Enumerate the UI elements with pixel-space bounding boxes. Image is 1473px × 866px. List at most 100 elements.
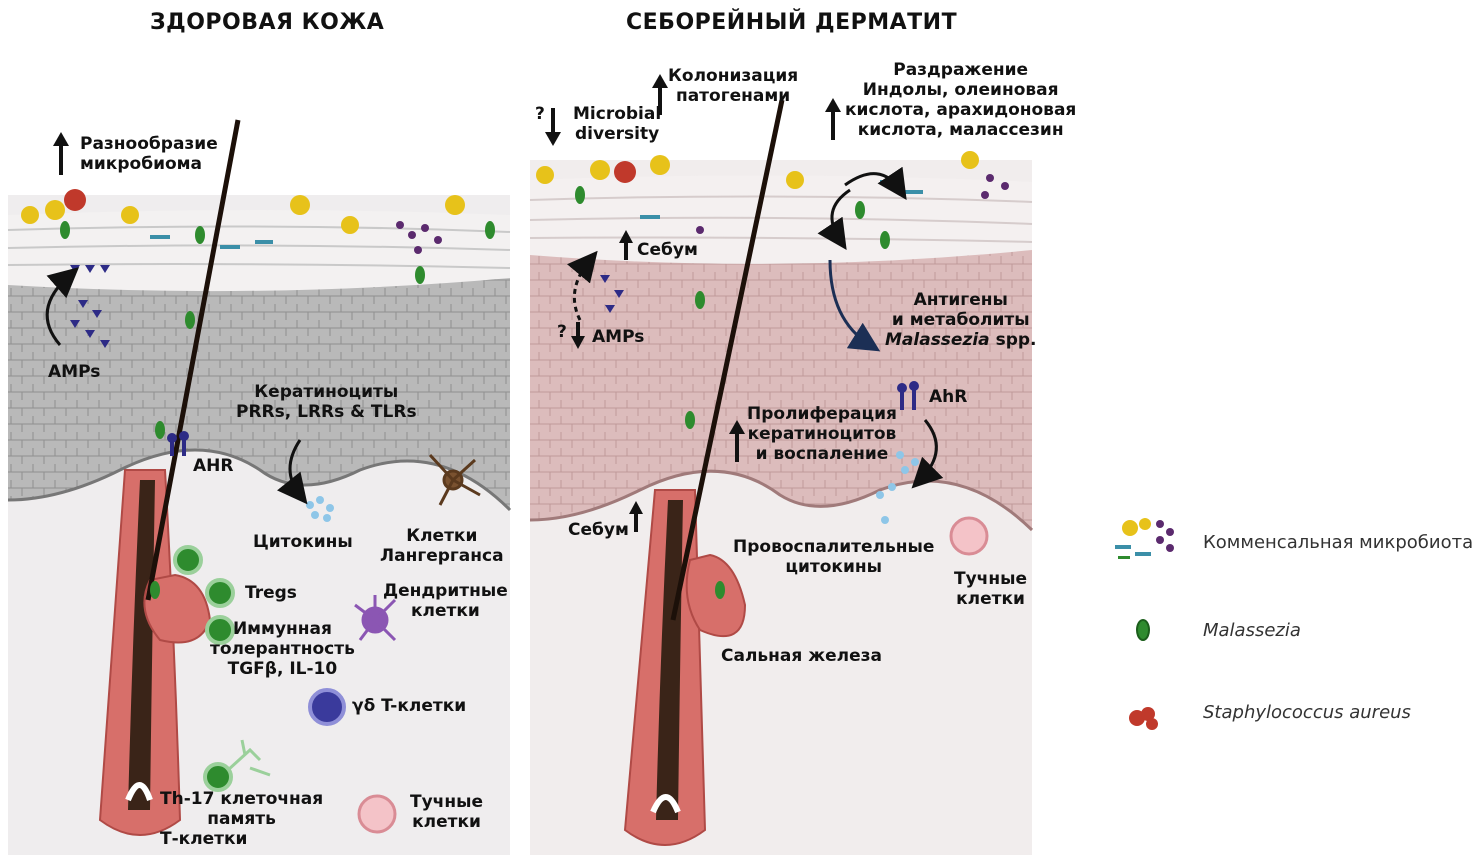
commensal-microbiota-right [536,151,1009,599]
q-mark-amps: ? [557,322,567,342]
antigens-label-line1: Антигены [913,290,1008,310]
cytokine-arrow-left [277,439,308,505]
gd-t-cell-icon [308,688,346,726]
ahr-label-left: AHR [193,456,234,476]
diversity-label-line2: микробиома [80,154,203,174]
proliferation-label-line2: кератиноцитов [747,424,897,444]
antigens-malassezia-italic: Malassezia [885,330,990,350]
healthy-panel [7,195,512,855]
gd-t-label: γδ T-клетки [352,696,467,716]
sebum-top-label: Себум [637,240,698,260]
ahr-receptor-icon-right [897,381,919,410]
tolerance-label-line3: TGFβ, IL-10 [227,659,338,679]
hair-shaft-right [670,99,785,621]
tolerance-label: Иммунная толерантность TGFβ, IL-10 [210,619,355,679]
irritation-label-line1: Раздражение [893,60,1029,80]
dendritic-label: Дендритные клетки [383,581,508,621]
proliferation-label-line1: Пролиферация [747,404,897,424]
proinflammatory-label-line1: Провоспалительные [733,537,935,557]
langerhans-label-line2: Лангерганса [380,546,504,566]
th17-label-line2: память [207,809,276,829]
down-arrow-microbial [545,108,561,146]
up-arrow-prolif [729,420,745,462]
hair-shaft-left [145,119,241,601]
ahr-arrow [911,419,944,489]
healthy-title: ЗДОРОВАЯ КОЖА [150,10,385,35]
q-mark-diversity: ? [535,104,545,124]
langerhans-label-line1: Клетки [406,526,478,546]
irritation-label-line3: кислота, арахидоновая [845,100,1077,120]
legend-staph-label: Staphylococcus aureus [1203,702,1411,723]
diversity-label: Разнообразие микробиома [80,134,218,174]
amps-label-left: AMPs [48,362,101,382]
keratinocytes-label-line2: PRRs, LRRs & TLRs [236,402,417,422]
microbial-label-line2: diversity [575,124,660,144]
malassezia-left-follicle [150,311,195,599]
irritation-arrow-top [844,166,907,200]
proinflammatory-label: Провоспалительные цитокины [733,537,934,577]
up-arrow-colonization [652,74,668,115]
dendritic-cell-icon [354,595,397,642]
legend-commensal-label: Комменсальная микробиота [1203,532,1473,553]
ahr-label-right: AhR [929,387,968,407]
antigens-label-line2: и метаболиты [891,310,1030,330]
colonization-label-line2: патогенами [675,86,791,106]
proliferation-label: Пролиферация кератиноцитов и воспаление [747,404,897,464]
antigens-label-line3: Malassezia spp. [885,330,1037,350]
hair-follicle-right [623,489,747,846]
langerhans-cell-icon [428,453,481,506]
irritation-label-line4: кислота, малассезин [857,120,1064,140]
tregs-label: Tregs [245,583,297,603]
seb-title: СЕБОРЕЙНЫЙ ДЕРМАТИТ [626,10,958,35]
mast-cell-icon-left [357,794,397,834]
keratinocytes-label: Кератиноциты PRRs, LRRs & TLRs [236,382,417,422]
keratinocytes-label-line1: Кератиноциты [254,382,399,402]
legend-malassezia-icon [1136,619,1150,641]
cytokines-label: Цитокины [253,532,353,552]
dendritic-label-line2: клетки [410,601,480,621]
ahr-receptor-icon-left [167,431,189,456]
down-arrow-amps [571,322,585,349]
mast-label-left-line2: клетки [412,812,481,832]
sebum-low-label: Себум [568,520,629,540]
mast-cell-icon-right [949,516,989,556]
irritation-arrow-left [817,188,851,250]
th17-label: Th-17 клеточная память Т-клетки [160,789,323,849]
amps-arrow-left [45,267,80,346]
antigens-label: Антигены и метаболиты Malassezia spp. [885,290,1037,350]
mast-label-right-line2: клетки [956,589,1025,609]
legend-commensal-icon [1115,518,1174,559]
legend-staph-icon [1129,707,1158,730]
irritation-label-line2: Индолы, олеиновая [862,80,1059,100]
tolerance-label-line1: Иммунная [232,619,332,639]
amps-arrow-right [566,250,598,321]
legend-malassezia-label: Malassezia [1203,620,1301,641]
commensal-microbiota-left [21,189,495,284]
up-arrow-sebum-top [619,230,633,260]
colonization-label: Колонизация патогенами [668,66,798,106]
th17-cell-icon [203,739,271,792]
microbial-diversity-label: Microbial diversity [573,104,661,144]
antigens-arrow [828,259,881,352]
proinflammatory-cytokines-icon [876,451,919,524]
treg-cells-icon [173,545,235,645]
mast-label-left: Тучные клетки [410,792,483,832]
mast-label-right-line1: Тучные [954,569,1027,589]
mast-label-left-line1: Тучные [410,792,483,812]
langerhans-label: Клетки Лангерганса [380,526,504,566]
mast-label-right: Тучные клетки [954,569,1027,609]
th17-label-line3: Т-клетки [160,829,248,849]
dendritic-label-line1: Дендритные [383,581,508,601]
cytokines-icon [306,496,334,522]
diversity-label-line1: Разнообразие [80,134,218,154]
antigens-spp: spp. [989,330,1037,350]
amps-icon-right [600,275,624,313]
th17-label-line1: Th-17 клеточная [160,789,324,809]
proliferation-label-line3: и воспаление [755,444,889,464]
proinflammatory-label-line2: цитокины [785,557,883,577]
colonization-label-line1: Колонизация [668,66,799,86]
up-arrow-diversity [53,132,69,175]
up-arrow-irritation [825,98,841,140]
tolerance-label-line2: толерантность [210,639,355,659]
